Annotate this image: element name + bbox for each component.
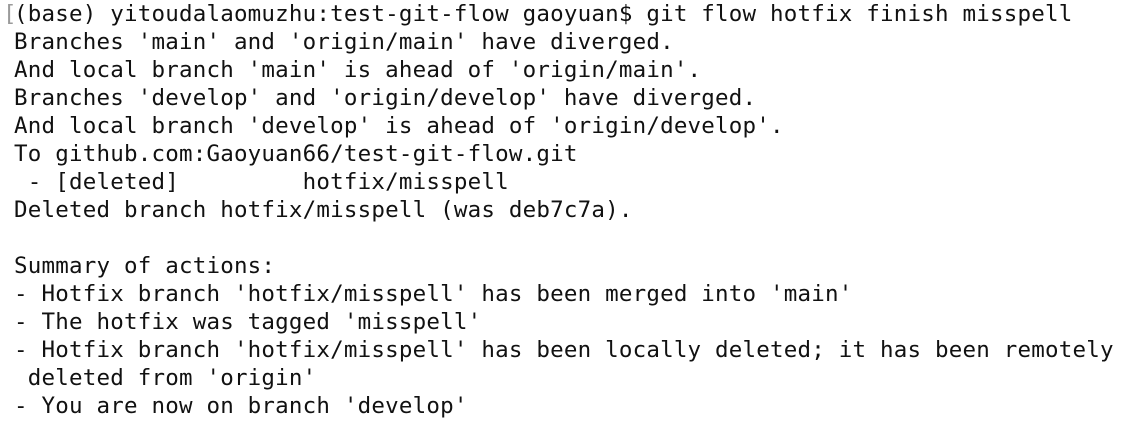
- terminal-line: - You are now on branch 'develop': [14, 393, 468, 419]
- terminal-line: - Hotfix branch 'hotfix/misspell' has be…: [14, 337, 1114, 363]
- terminal-line: Branches 'main' and 'origin/main' have d…: [14, 29, 674, 55]
- terminal-line: Summary of actions:: [14, 253, 276, 279]
- terminal-output: [(base) yitoudalaomuzhu:test-git-flow ga…: [3, 0, 1142, 420]
- terminal-line: [14, 224, 1142, 252]
- prompt-bracket: [: [3, 1, 17, 27]
- terminal-line: Branches 'develop' and 'origin/develop' …: [14, 85, 757, 111]
- terminal-prompt-line: [(base) yitoudalaomuzhu:test-git-flow ga…: [3, 0, 1142, 28]
- terminal-line: To github.com:Gaoyuan66/test-git-flow.gi…: [14, 141, 578, 167]
- terminal-line: - The hotfix was tagged 'misspell': [14, 309, 482, 335]
- terminal-line: And local branch 'main' is ahead of 'ori…: [14, 57, 702, 83]
- prompt-command: (base) yitoudalaomuzhu:test-git-flow gao…: [14, 1, 1073, 27]
- terminal-line: Deleted branch hotfix/misspell (was deb7…: [14, 197, 633, 223]
- terminal-line: deleted from 'origin': [14, 365, 317, 391]
- terminal-line: And local branch 'develop' is ahead of '…: [14, 113, 784, 139]
- terminal-line: - [deleted] hotfix/misspell: [14, 169, 509, 195]
- terminal-line: - Hotfix branch 'hotfix/misspell' has be…: [14, 281, 853, 307]
